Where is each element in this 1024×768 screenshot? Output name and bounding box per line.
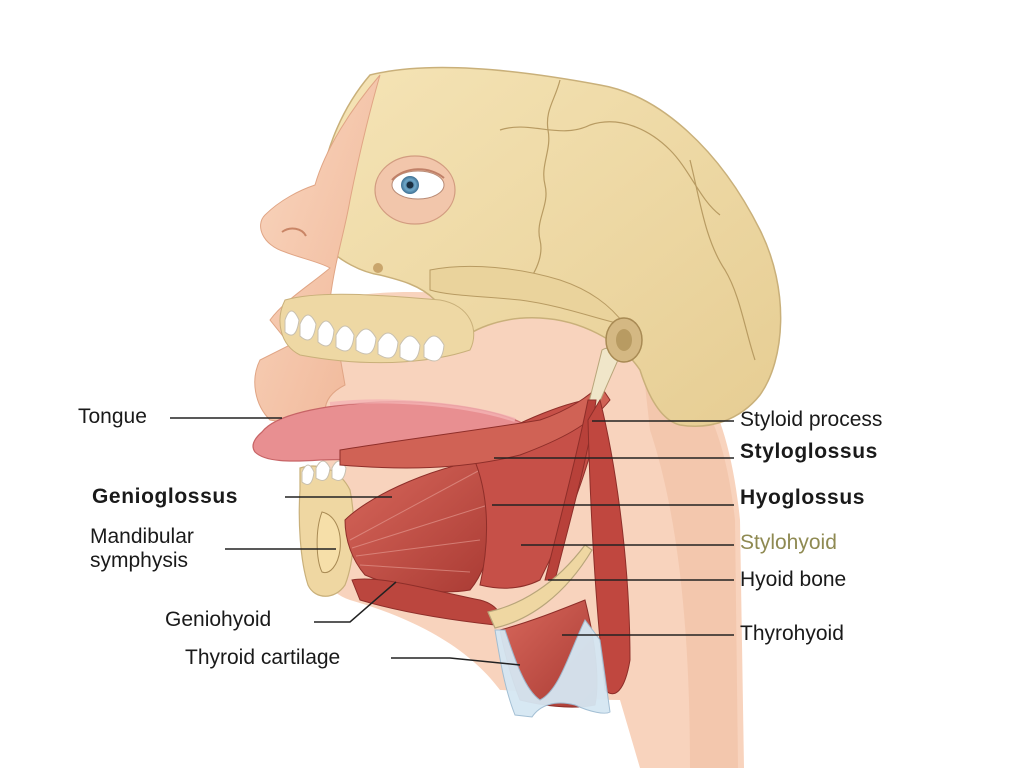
label-styloglossus: Styloglossus bbox=[740, 440, 878, 463]
leader-lines-right bbox=[492, 420, 734, 636]
cranial-suture-lambdoid bbox=[689, 159, 756, 361]
label-mandibular-symphysis: Mandibular symphysis bbox=[90, 525, 194, 573]
label-hyoglossus: Hyoglossus bbox=[740, 486, 866, 509]
hyoid-bone bbox=[487, 544, 593, 629]
upper-teeth bbox=[284, 310, 445, 362]
tongue-dorsum bbox=[329, 399, 516, 422]
label-thyrohyoid: Thyrohyoid bbox=[740, 622, 844, 645]
nostril bbox=[281, 227, 307, 237]
label-thyroid-cartilage: Thyroid cartilage bbox=[185, 646, 341, 669]
genioglossus bbox=[344, 457, 496, 593]
mandibular-symphysis bbox=[316, 511, 341, 574]
label-tongue: Tongue bbox=[78, 405, 147, 428]
cranial-suture-coronal bbox=[519, 79, 561, 296]
label-hyoid-bone: Hyoid bone bbox=[740, 568, 847, 591]
ear-canal-opening bbox=[616, 329, 632, 351]
infraorbital-foramen bbox=[373, 263, 383, 273]
pupil bbox=[406, 181, 414, 189]
thyroid-cartilage bbox=[494, 619, 611, 718]
styloglossus bbox=[339, 384, 611, 469]
label-genioglossus: Genioglossus bbox=[92, 485, 239, 508]
lower-teeth bbox=[301, 460, 347, 485]
label-styloid-process: Styloid process bbox=[740, 408, 883, 431]
leader-lines-left bbox=[170, 417, 521, 666]
face-skin bbox=[254, 74, 381, 431]
stylohyoid bbox=[544, 399, 597, 581]
posterior-belly bbox=[587, 398, 631, 695]
skull bbox=[317, 66, 782, 427]
label-stylohyoid: Stylohyoid bbox=[740, 531, 837, 554]
label-geniohyoid: Geniohyoid bbox=[165, 608, 272, 631]
neck-skin-shadow bbox=[640, 340, 738, 768]
eyelid bbox=[391, 168, 445, 181]
genioglossus-fibers bbox=[349, 469, 489, 573]
cranial-suture-squamous bbox=[499, 121, 721, 216]
